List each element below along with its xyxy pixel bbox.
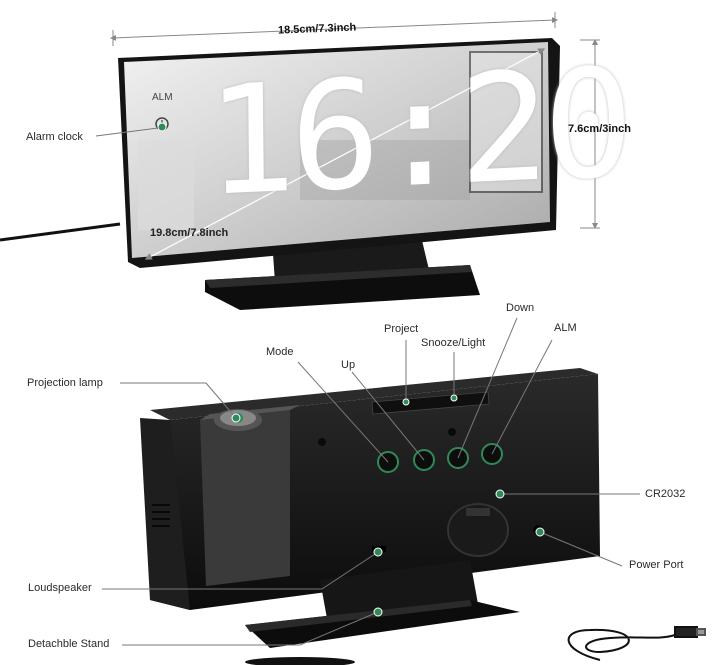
usb-cable-icon	[567, 626, 706, 661]
detachable-stand-label: Detachble Stand	[28, 638, 110, 650]
width-dimension-line	[110, 12, 558, 46]
power-port-label: Power Port	[629, 559, 684, 571]
alarm-clock-callout-dot	[157, 122, 167, 132]
back-stand	[245, 560, 520, 648]
project-label: Project	[384, 323, 419, 335]
back-clock-body	[140, 368, 600, 610]
cr2032-label: CR2032	[645, 488, 686, 500]
projection-lamp-label: Projection lamp	[27, 377, 103, 389]
down-label: Down	[506, 302, 535, 314]
clock-body	[118, 38, 560, 268]
height-dimension-label: 7.6cm/3inch	[568, 123, 631, 135]
alarm-clock-label: Alarm clock	[26, 131, 83, 143]
mode-label: Mode	[266, 346, 294, 358]
snooze-light-label: Snooze/Light	[421, 337, 486, 349]
alm-indicator: ALM	[152, 92, 173, 103]
time-display: 16:20	[204, 36, 629, 230]
diagonal-dimension-label: 19.8cm/7.8inch	[150, 227, 229, 239]
alarm-clock-callout-line	[95, 127, 159, 137]
power-cable	[0, 222, 121, 242]
callout-lines	[102, 317, 640, 646]
up-label: Up	[341, 359, 356, 371]
height-dimension-line	[580, 39, 600, 229]
loudspeaker-label: Loudspeaker	[28, 582, 92, 594]
alm-label: ALM	[554, 322, 577, 334]
callout-dots	[231, 394, 545, 617]
bottom-shadow	[245, 657, 355, 665]
